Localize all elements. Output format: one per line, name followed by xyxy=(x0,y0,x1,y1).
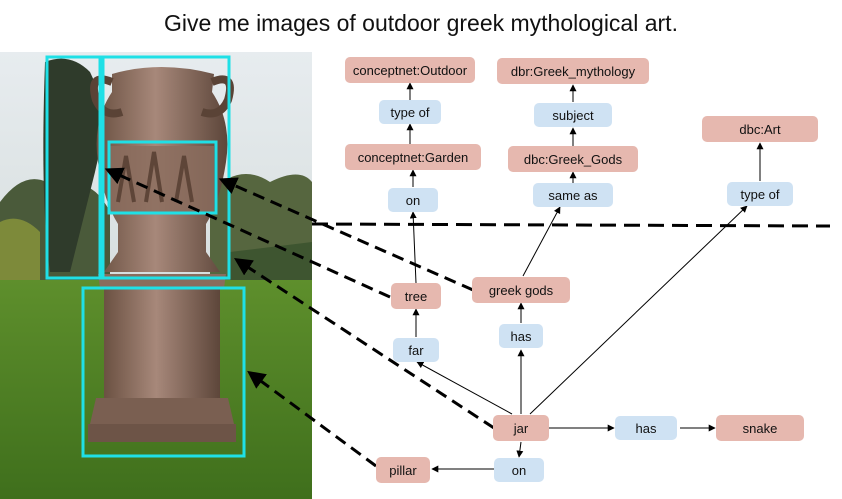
node-conceptnet-outdoor: conceptnet:Outdoor xyxy=(345,57,475,83)
separator-line xyxy=(311,222,831,228)
node-jar: jar xyxy=(493,415,549,441)
node-greek-gods: greek gods xyxy=(472,277,570,303)
query-title: Give me images of outdoor greek mytholog… xyxy=(164,10,678,36)
tree-box xyxy=(45,55,102,280)
node-dbc-art: dbc:Art xyxy=(702,116,818,142)
node-on-top: on xyxy=(388,188,438,212)
node-tree: tree xyxy=(391,283,441,309)
node-type-of-top: type of xyxy=(379,100,441,124)
node-subject: subject xyxy=(534,103,612,127)
node-conceptnet-garden: conceptnet:Garden xyxy=(345,144,481,170)
pillar-box xyxy=(81,286,246,458)
node-has-snake: has xyxy=(615,416,677,440)
node-dbr-greek-mythology: dbr:Greek_mythology xyxy=(497,58,649,84)
node-on-pillar: on xyxy=(494,458,544,482)
jar-box xyxy=(101,55,231,280)
node-snake: snake xyxy=(716,415,804,441)
node-has-gods: has xyxy=(499,324,543,348)
node-far: far xyxy=(393,338,439,362)
garden-urn-photo xyxy=(0,52,312,499)
node-pillar: pillar xyxy=(376,457,430,483)
detection-boxes xyxy=(45,55,246,458)
node-dbc-greek-gods: dbc:Greek_Gods xyxy=(508,146,638,172)
relation-edges xyxy=(406,82,764,473)
node-type-of-right: type of xyxy=(727,182,793,206)
node-same-as: same as xyxy=(533,183,613,207)
correspondence-lines xyxy=(104,167,495,468)
